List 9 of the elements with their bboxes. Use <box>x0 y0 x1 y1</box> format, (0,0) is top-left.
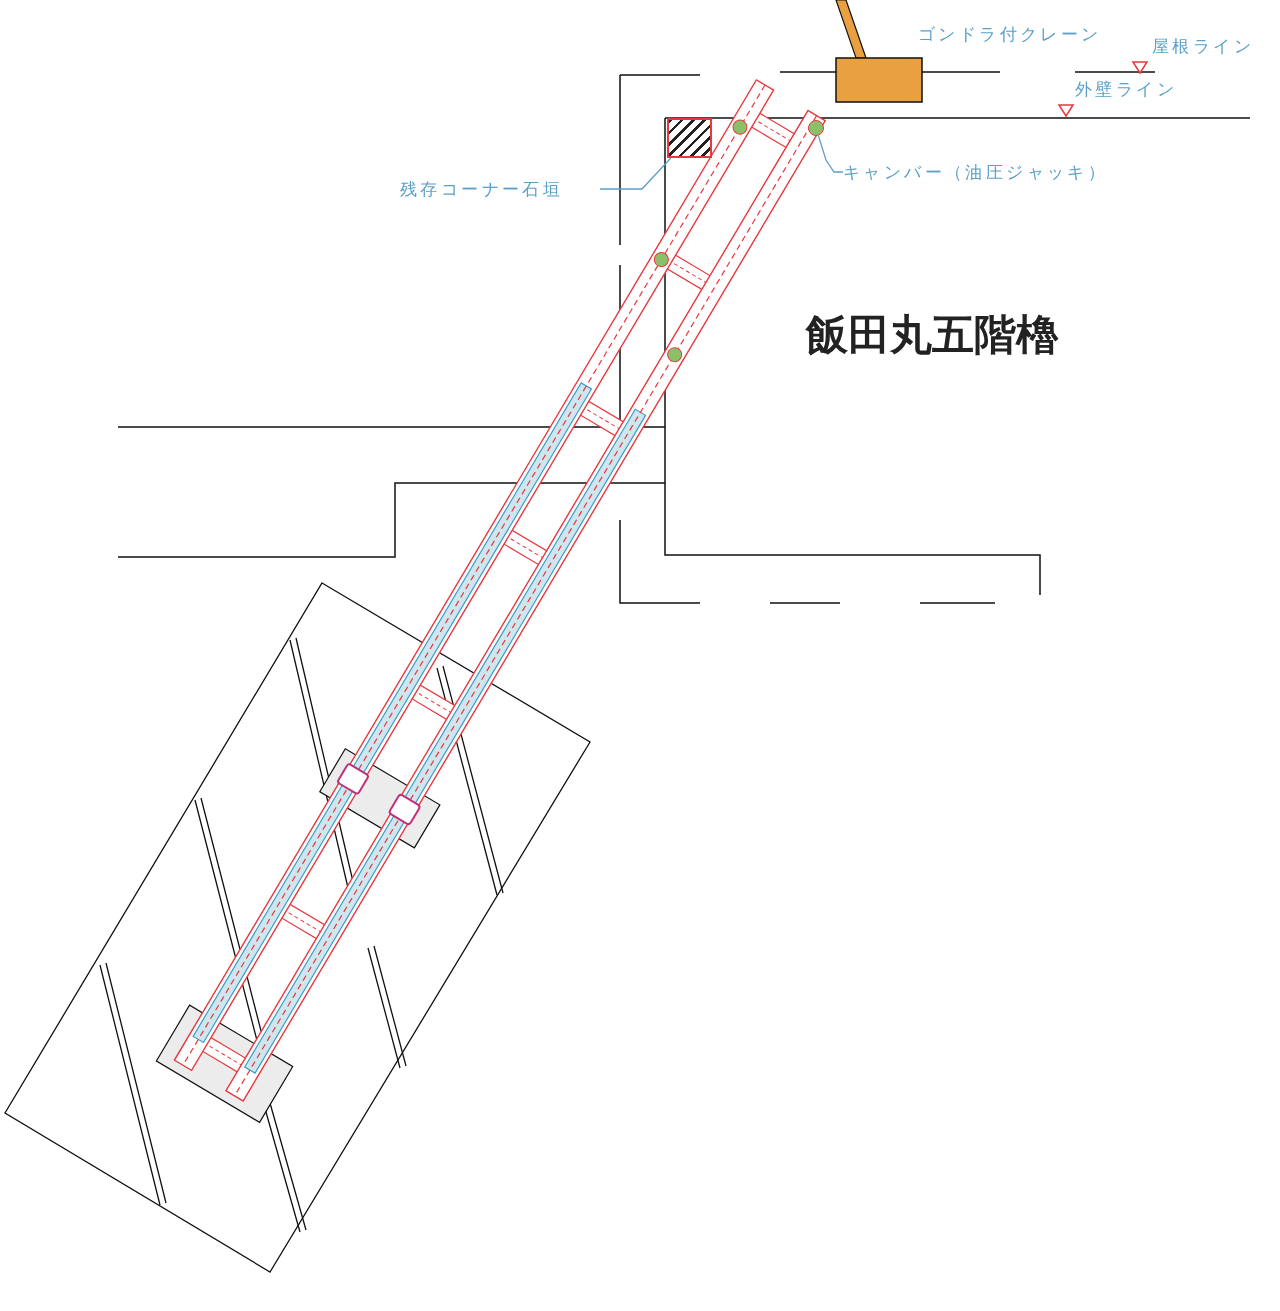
annotation-text: ゴンドラ付クレーン <box>918 26 1102 43</box>
annotation-text: 屋根ライン <box>1152 38 1254 55</box>
callout-text: キャンバー（油圧ジャッキ） <box>843 163 1109 181</box>
callout-text: 残存コーナー石垣 <box>400 180 564 198</box>
hatched-stone-block <box>667 118 712 158</box>
title: 飯田丸五階櫓 <box>806 314 1058 356</box>
leader-line <box>599 157 672 190</box>
leader-line <box>817 135 844 173</box>
annotation-text: 外壁ライン <box>1075 81 1177 98</box>
